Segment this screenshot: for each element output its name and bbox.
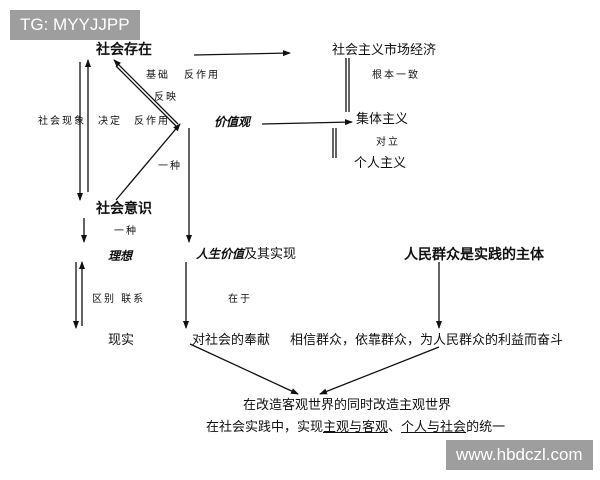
edge-label-reflect: 反映 <box>154 92 178 103</box>
edge-label-determine: 决定 <box>98 116 122 127</box>
watermark-text: TG: MYYJJPP <box>20 15 130 34</box>
edge-label-basis: 基础 <box>146 70 170 81</box>
node-socialist-market-economy: 社会主义市场经济 <box>332 43 437 58</box>
node-individualism: 个人主义 <box>354 156 407 171</box>
unity-subjective-objective: 主观与客观 <box>323 420 389 435</box>
watermark-bottom-right: www.hbdczl.com <box>446 440 593 470</box>
unity-prefix: 在社会实践中，实现 <box>206 420 324 435</box>
node-transform-world: 在改造客观世界的同时改造主观世界 <box>243 398 452 413</box>
edge-label-difference-connection: 区别 联系 <box>92 294 146 305</box>
node-trust-masses: 相信群众，依靠群众，为人民群众的利益而奋斗 <box>290 333 564 348</box>
node-reality: 现实 <box>108 333 135 348</box>
node-life-value: 人生价值及其实现 <box>196 248 296 261</box>
node-collectivism: 集体主义 <box>356 112 409 127</box>
edge-label-opposed: 对立 <box>376 137 400 148</box>
unity-individual-society: 个人与社会 <box>401 420 467 435</box>
edge-label-a-kind-1: 一种 <box>158 161 182 172</box>
edge-label-basically-consistent: 根本一致 <box>372 70 420 81</box>
node-ideal: 理想 <box>108 249 133 263</box>
node-contribution: 对社会的奉献 <box>192 333 271 348</box>
edge-label-lies-in: 在于 <box>228 294 252 305</box>
node-social-consciousness: 社会意识 <box>96 201 152 217</box>
unity-suffix: 的统一 <box>466 420 506 435</box>
edge-label-a-kind-2: 一种 <box>114 226 138 237</box>
unity-separator: 、 <box>388 420 402 435</box>
edge-label-counteraction-left: 反作用 <box>134 116 170 127</box>
watermark-text: www.hbdczl.com <box>456 445 583 464</box>
node-life-value-prefix: 人生价值 <box>196 247 245 261</box>
node-values: 价值观 <box>214 115 251 129</box>
node-social-existence: 社会存在 <box>96 42 152 58</box>
node-life-value-suffix: 及其实现 <box>244 247 297 262</box>
edge-label-counteraction-top: 反作用 <box>184 70 220 81</box>
watermark-top-left: TG: MYYJJPP <box>10 10 140 40</box>
node-unity: 在社会实践中，实现主观与客观、个人与社会的统一 <box>206 421 505 434</box>
node-masses-subject: 人民群众是实践的主体 <box>404 247 544 263</box>
edge-label-phenomenon: 社会现象 <box>38 116 86 127</box>
